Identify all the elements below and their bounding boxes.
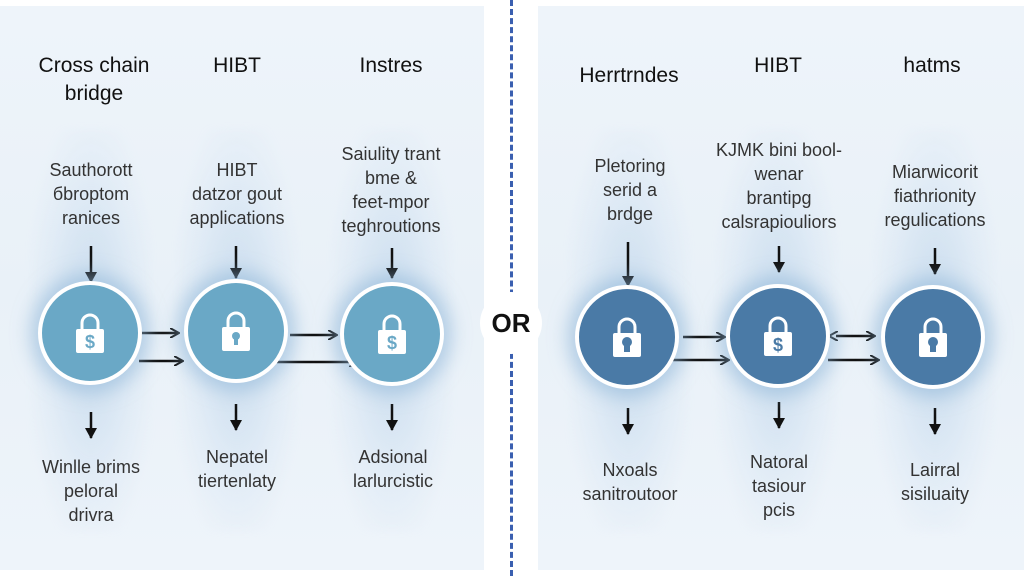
right-node-1 — [575, 285, 679, 389]
column-input-text: HIBT datzor gout applications — [189, 160, 285, 228]
right-node-3 — [881, 285, 985, 389]
column-input-text: Pletoring serid a brdge — [594, 156, 666, 224]
lock-dollar-icon: $ — [764, 316, 792, 356]
or-label: OR — [480, 292, 542, 354]
column-output-text: Lairral sisiluaity — [900, 460, 970, 504]
column-output-text: Winlle brims peloral drivra — [41, 457, 140, 525]
column-output-text: Natoral tasiour pcis — [749, 452, 809, 520]
column-title: Instres — [359, 54, 423, 77]
left-node-1: $ — [38, 281, 142, 385]
lock-dollar-icon: $ — [378, 314, 406, 354]
column-input-text: Sauthorott бbroptom ranices — [49, 160, 133, 228]
column-title: HIBT — [213, 54, 261, 77]
column-input-text: Miarwicorit fiathrionity regulications — [884, 162, 986, 230]
column-title: HIBT — [754, 54, 802, 77]
right-node-2: $ — [726, 284, 830, 388]
dashed-divider — [510, 0, 513, 576]
lock-keyhole-icon — [222, 311, 250, 351]
svg-text:$: $ — [387, 333, 397, 353]
column-output-text: Nepatel tiertenlaty — [197, 447, 277, 491]
column-output-text: Adsional larlurcistic — [352, 447, 433, 491]
column-input-text: Saiulity trant bme & feet-mpor teghrouti… — [341, 144, 441, 236]
lock-keyhole-icon — [613, 317, 641, 357]
column-title: Cross chain bridge — [38, 54, 150, 105]
column-output-text: Nxoals sanitroutoor — [582, 460, 678, 504]
lock-keyhole-icon — [919, 317, 947, 357]
left-node-3: $ — [340, 282, 444, 386]
column-title: Herrtrndes — [579, 64, 679, 87]
svg-text:$: $ — [773, 335, 783, 355]
lock-dollar-icon: $ — [76, 313, 104, 353]
column-input-text: KJMK bini bool- wenar brantipg calsrapio… — [715, 140, 843, 232]
left-node-2 — [184, 279, 288, 383]
svg-text:$: $ — [85, 332, 95, 352]
column-title: hatms — [903, 54, 961, 77]
